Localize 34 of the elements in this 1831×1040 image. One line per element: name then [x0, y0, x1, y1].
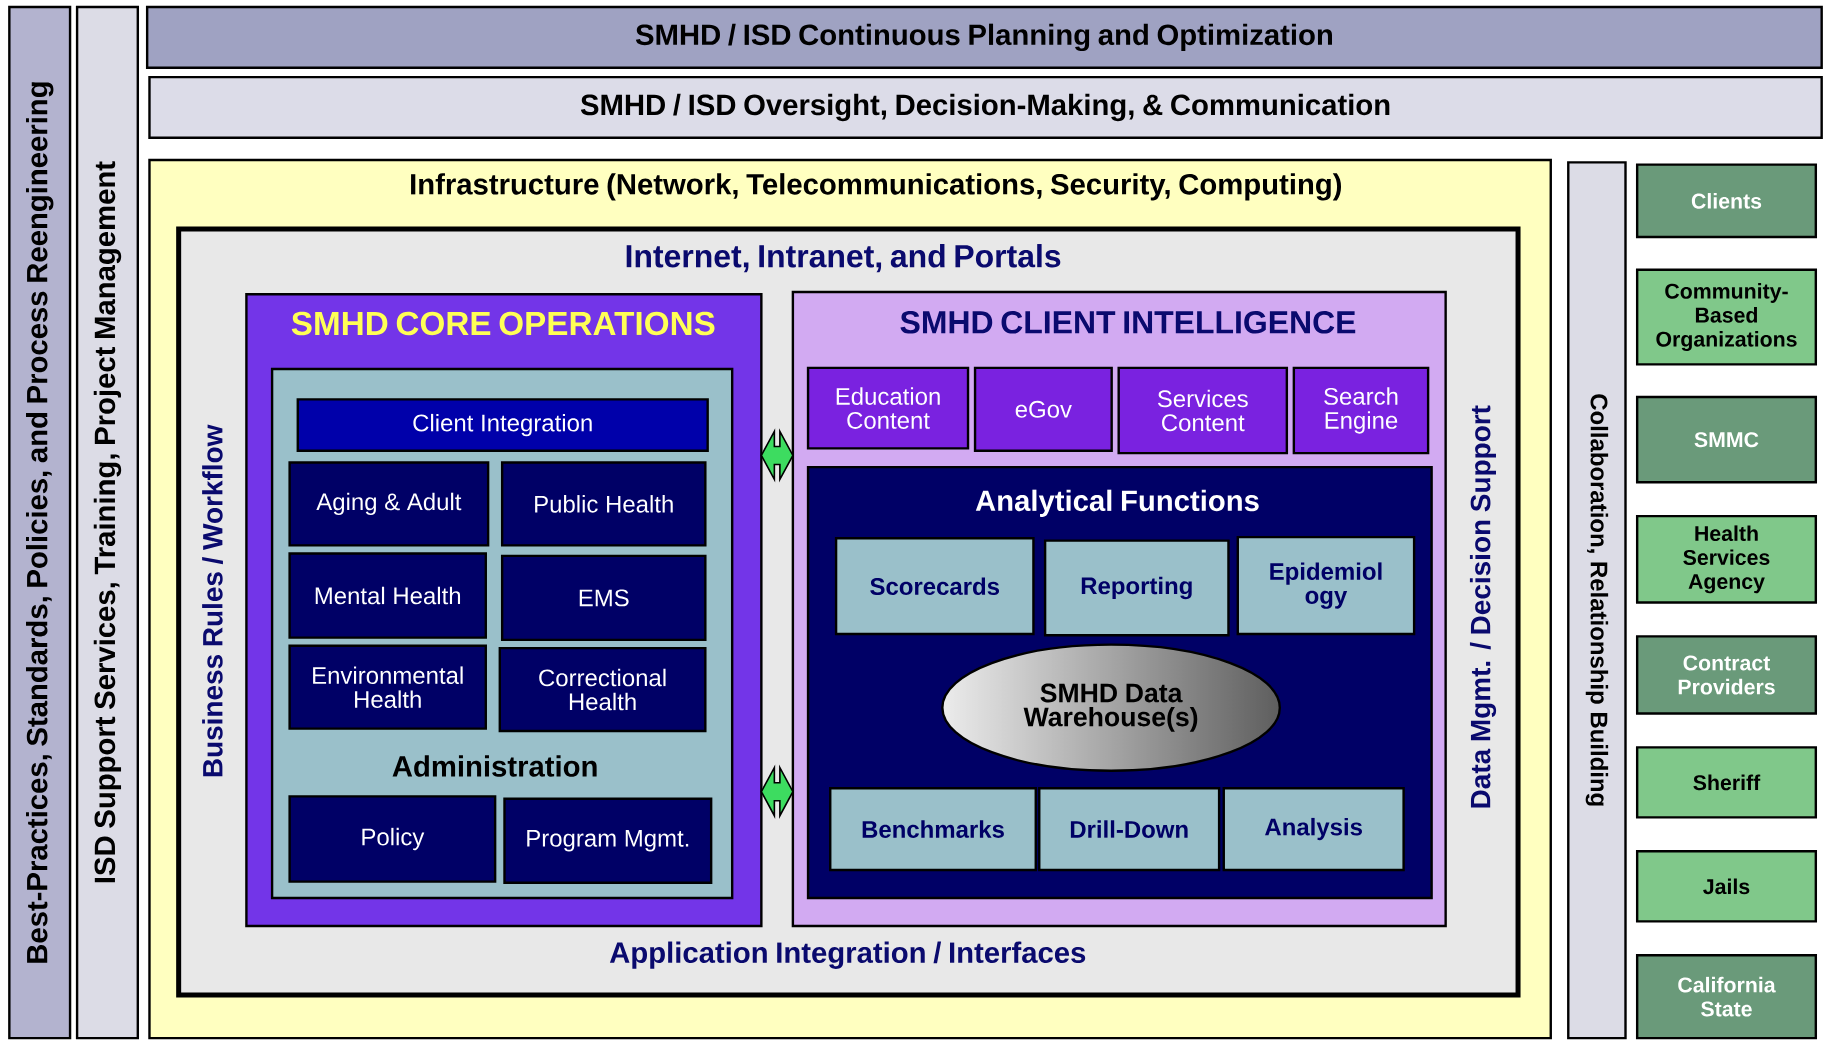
content-box: Education Content [806, 366, 970, 450]
double-arrow [760, 428, 794, 483]
content-box: Services Content [1117, 366, 1289, 455]
content-box: Search Engine [1292, 366, 1430, 455]
partner-box: SMMC [1635, 395, 1817, 484]
partner-box: Contract Providers [1635, 635, 1817, 715]
function-box: Benchmarks [829, 786, 1037, 871]
partner-box: Sheriff [1635, 745, 1817, 819]
department-box: Correctional Health [498, 646, 707, 732]
function-box: Drill-Down [1038, 786, 1221, 871]
side-band: Collaboration, Relationship Building [1567, 160, 1627, 1040]
partner-box: California State [1635, 953, 1817, 1040]
layer-band: SMHD / ISD Oversight, Decision-Making, & Communication [148, 75, 1823, 139]
partner-box: Jails [1635, 849, 1817, 923]
content-box: eGov [973, 366, 1113, 452]
layer-band: SMHD / ISD Continuous Planning and Optimization [145, 5, 1823, 69]
function-box: Scorecards [834, 536, 1035, 636]
partner-box: Health Services Agency [1635, 514, 1817, 604]
department-box: EMS [500, 554, 707, 641]
function-box: Client Integration [296, 397, 709, 452]
department-box: Policy [288, 794, 497, 883]
function-box: Analysis [1222, 786, 1405, 871]
partner-box: Clients [1635, 163, 1817, 239]
function-box: Reporting [1043, 539, 1230, 637]
department-box: Program Mgmt. [503, 797, 713, 884]
function-box: Epidemiol ogy [1236, 535, 1416, 636]
side-band: Best-Practices, Standards, Policies, and Process Reengineering [8, 5, 72, 1040]
side-band: ISD Support Services, Training, Project Management [75, 5, 139, 1040]
department-box: Public Health [500, 461, 707, 547]
department-box: Aging & Adult [288, 461, 490, 547]
double-arrow [760, 764, 794, 819]
department-box: Environmental Health [288, 644, 487, 730]
department-box: Mental Health [288, 552, 487, 639]
partner-box: Community-Based Organizations [1635, 268, 1817, 366]
